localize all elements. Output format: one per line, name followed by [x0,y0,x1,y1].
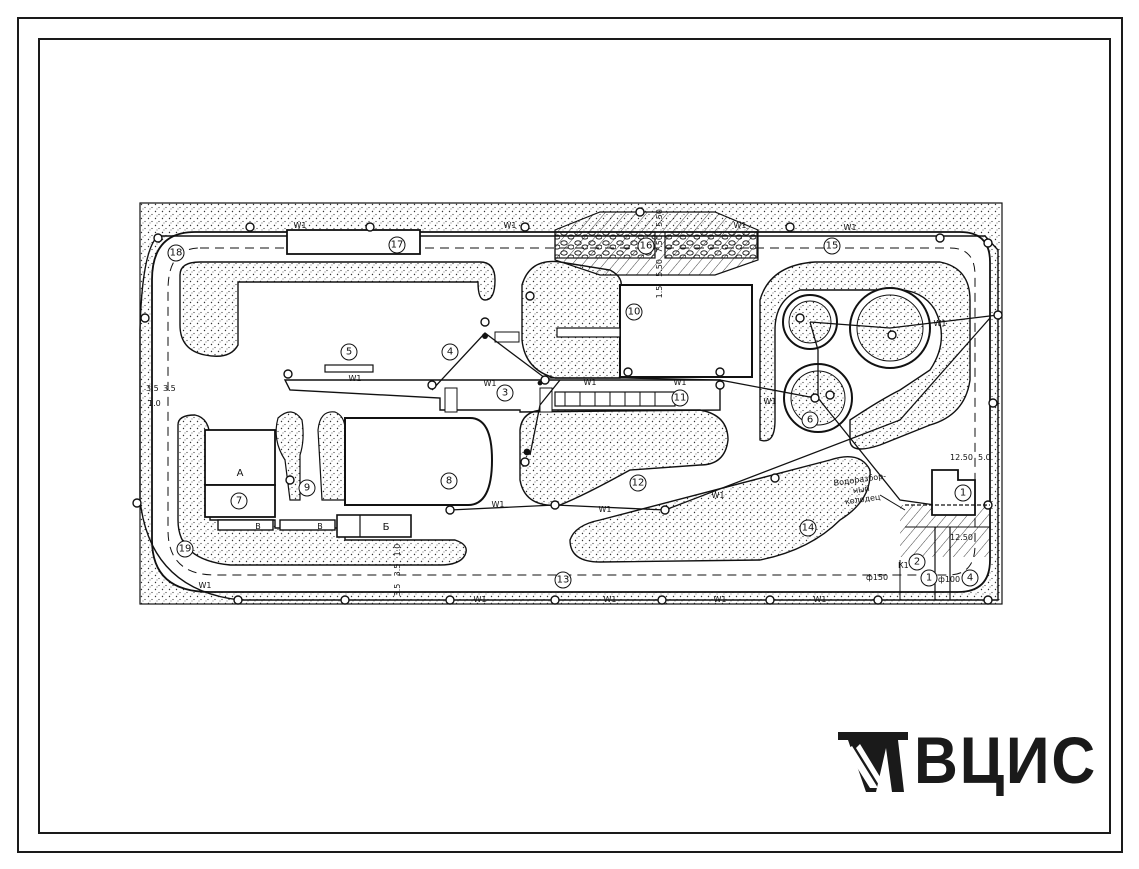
dim-7: 12.50 [950,453,973,462]
zone-label-16: 16 [640,241,653,252]
zone-label-11: 11 [674,393,687,404]
zone-label-3: 3 [502,388,508,399]
zone-label-12: 12 [632,478,645,489]
island-14 [569,456,871,563]
letter-b: Б [383,522,390,533]
inner-frame [38,38,1111,834]
zone-label-15: 15 [826,241,839,252]
vtsis-logo-icon [838,732,908,792]
zone-label-5: 5 [346,347,352,358]
pipe-label-12: W1 [599,505,612,514]
well-building [931,469,976,516]
island-knob-9 [275,411,304,501]
zone-label-18: 18 [170,248,183,259]
zone-label-9: 9 [304,483,310,494]
pipe-label-15: W1 [604,595,617,604]
pipe-label-6: W1 [484,379,497,388]
pipe-label-14: W1 [474,595,487,604]
letter-a: А [237,468,244,479]
pipe-label-10: W1 [934,319,947,328]
structure-5 [324,364,374,373]
pipe-label-5: W1 [349,374,362,383]
pipe-label-16: W1 [714,595,727,604]
water-line-1 [431,332,816,399]
corridor-3 [283,379,721,413]
zone-label-14: 14 [802,523,815,534]
zone-label-17: 17 [391,240,404,251]
water-line-3 [809,314,999,329]
zone-label-19: 19 [179,544,192,555]
zone-label-2: 2 [914,557,920,568]
dim-4: 5.50 [655,209,664,227]
outer-frame [17,17,1123,853]
pipe-label-17: W1 [814,595,827,604]
dim-5: 7.50 [655,235,664,253]
pipe-150-label: ф150 [866,573,888,582]
building-8 [344,417,494,506]
zone-label-4b: 4 [967,573,973,584]
platform-11 [554,391,676,407]
island-center-top [521,260,622,379]
island-curve-9 [317,411,346,501]
zone-label-7: 7 [236,496,242,507]
dim-12: 3.5 [393,584,402,597]
zone-label-1b: 1 [926,573,932,584]
dim-11: 3.5 [393,564,402,577]
zone-label-8: 8 [446,476,452,487]
island-top-left [179,261,496,357]
pipe-100-label: ф100 [938,575,960,584]
zone-label-4: 4 [447,347,453,358]
pipe-label-11: W1 [492,500,505,509]
pipe-label-4: W1 [844,223,857,232]
water-line-4 [809,321,819,398]
pipe-label-13: W1 [712,491,725,500]
pipe-label-8: W1 [674,378,687,387]
dim-2: 3.5 [163,384,176,393]
pipe-label-7: W1 [584,378,597,387]
zone-label-10: 10 [628,307,641,318]
vtsis-logo-text: ВЦИС [914,723,1098,797]
building-v2 [279,519,336,531]
k1-label: К1 [898,561,909,570]
pipe-label-3: W1 [734,221,747,230]
building-v1 [217,519,274,531]
dim-6: 5.50 [655,259,664,277]
building-a [204,429,276,486]
dim-13: 1.0 [393,544,402,557]
zone-label-1: 1 [960,488,966,499]
dim-10: 1.5 [655,286,664,299]
zone-label-13: 13 [557,575,570,586]
building-10 [619,284,753,378]
letter-v2: В [317,522,323,531]
dim-1: 3.5 [146,384,159,393]
building-b [336,514,412,538]
dim-3: 1.0 [148,399,161,408]
well-caption-2: ный [852,484,870,495]
water-line-5 [529,379,561,456]
pipe-label-18: W1 [199,581,212,590]
pipe-label-2: W1 [504,221,517,230]
dim-9: 12.50 [950,533,973,542]
zone-label-6: 6 [807,415,813,426]
pipe-label-9: W1 [764,397,777,406]
pipe-label-1: W1 [294,221,307,230]
island-right [759,261,971,450]
water-line-6 [817,397,936,506]
letter-v1: В [255,522,261,531]
dim-8: 5.0 [978,453,991,462]
